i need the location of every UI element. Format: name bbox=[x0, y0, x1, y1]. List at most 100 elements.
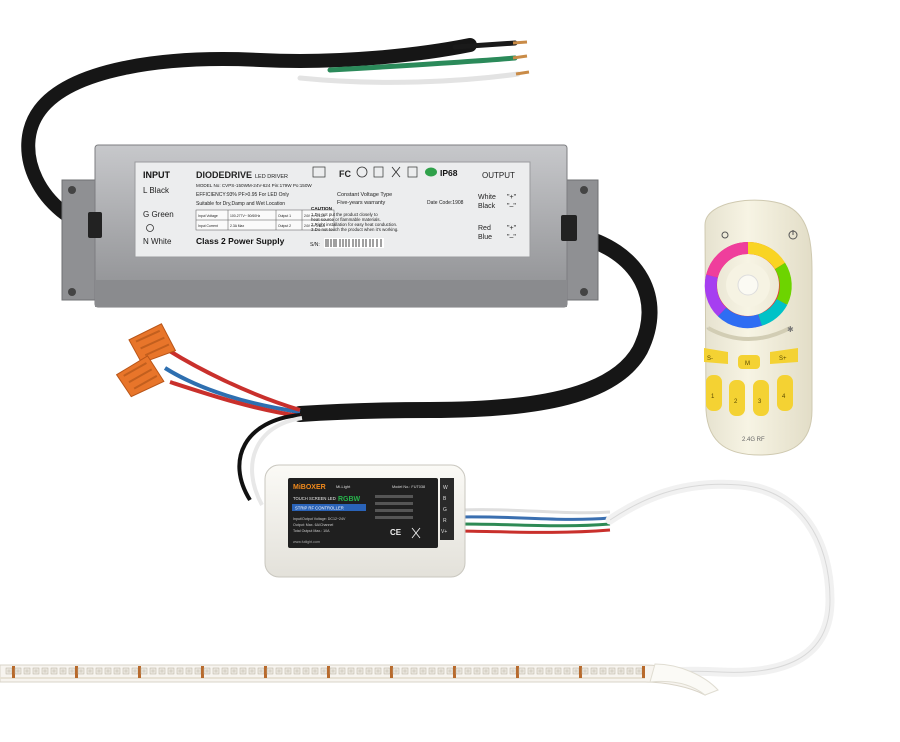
led-lens bbox=[493, 669, 497, 673]
led-lens bbox=[511, 669, 515, 673]
table-cell: 2.3A Max bbox=[230, 224, 244, 228]
led-lens bbox=[430, 669, 434, 673]
mode-button[interactable] bbox=[738, 355, 760, 369]
led-lens bbox=[232, 669, 236, 673]
led-lens bbox=[151, 669, 155, 673]
led-lens bbox=[268, 669, 272, 673]
controller-brand: MiBOXER bbox=[293, 484, 326, 491]
table-cell: Output 1 bbox=[278, 214, 291, 218]
speed-down-label: S- bbox=[707, 356, 713, 362]
led-lens bbox=[313, 669, 317, 673]
power-off-icon[interactable] bbox=[721, 231, 729, 239]
input-wire-green bbox=[327, 55, 518, 73]
led-lens bbox=[304, 669, 308, 673]
led-lens bbox=[16, 669, 20, 673]
led-lens bbox=[178, 669, 182, 673]
led-lens bbox=[376, 669, 380, 673]
input-cable-gland bbox=[88, 212, 102, 238]
rf-controller: MiBOXER Mi-Light Model No.: FUT038 TOUCH… bbox=[264, 464, 466, 578]
speed-down-button[interactable] bbox=[704, 348, 728, 364]
output-wire-color-0: White bbox=[478, 194, 496, 201]
led-lens bbox=[394, 669, 398, 673]
zone-button-1[interactable] bbox=[706, 375, 722, 411]
brand-logo: DIODEDRIVE bbox=[196, 170, 252, 180]
led-lens bbox=[88, 669, 92, 673]
led-lens bbox=[403, 669, 407, 673]
weee-bin-icon bbox=[411, 527, 421, 539]
led-lens bbox=[448, 669, 452, 673]
controller-spec: Input/Output Voltage: DC12~24V bbox=[293, 517, 346, 521]
brightness-high-icon: ✱ bbox=[787, 325, 794, 334]
strip-lead-outline bbox=[609, 483, 831, 676]
led-lens bbox=[25, 669, 29, 673]
led-lens bbox=[277, 669, 281, 673]
terminal-pin-label: W bbox=[443, 485, 448, 491]
led-lens bbox=[223, 669, 227, 673]
led-lens bbox=[187, 669, 191, 673]
led-lens bbox=[349, 669, 353, 673]
output-wire-color-2: Red bbox=[478, 225, 491, 232]
led-lens bbox=[205, 669, 209, 673]
strip-lead-loop bbox=[605, 479, 835, 680]
brand-suffix: DRIVE bbox=[225, 170, 253, 180]
driver-base bbox=[95, 280, 567, 307]
color-wheel[interactable] bbox=[704, 241, 792, 329]
input-title: INPUT bbox=[143, 170, 171, 180]
led-lens bbox=[439, 669, 443, 673]
led-lens bbox=[97, 669, 101, 673]
led-lens bbox=[547, 669, 551, 673]
controller-spec: Output: Max. 6A/Channel bbox=[293, 523, 334, 527]
model-line: MODEL No: CVPS-150WM-24V-624 Pin:179W Po… bbox=[196, 183, 312, 188]
led-lens bbox=[556, 669, 560, 673]
led-strip bbox=[0, 663, 719, 696]
speed-up-button[interactable] bbox=[770, 348, 798, 364]
led-lens bbox=[79, 669, 83, 673]
wires bbox=[21, 38, 835, 680]
led-lens bbox=[241, 669, 245, 673]
controller-site: www.futlight.com bbox=[293, 540, 320, 544]
led-lens bbox=[133, 669, 137, 673]
wire-nut bbox=[115, 355, 165, 398]
ctrl-out-wire-white bbox=[459, 508, 611, 515]
led-lens bbox=[250, 669, 254, 673]
input-wire-label-1: G Green bbox=[143, 210, 174, 219]
brightness-slider[interactable] bbox=[707, 326, 791, 341]
led-lens bbox=[574, 669, 578, 673]
controller-brand-sub: Mi-Light bbox=[336, 484, 351, 489]
output-cable-gland bbox=[561, 215, 577, 241]
ctrl-out-wire-red bbox=[459, 528, 611, 534]
led-lens bbox=[7, 669, 11, 673]
led-lens bbox=[295, 669, 299, 673]
brightness-low-icon: · bbox=[706, 325, 708, 332]
caution-line: heat source or flammable materials. bbox=[311, 217, 381, 222]
white-mode-button[interactable] bbox=[737, 274, 759, 296]
efficiency-line: EFFICIENCY:93% PF>0.95 For LED Only bbox=[196, 192, 289, 198]
brand-tail: LED DRIVER bbox=[255, 174, 288, 180]
led-lens bbox=[286, 669, 290, 673]
fcc-mark-icon: FC bbox=[339, 169, 351, 179]
zone-button-3[interactable] bbox=[753, 380, 769, 416]
led-lens bbox=[61, 669, 65, 673]
remote-frequency: 2.4G RF bbox=[742, 437, 765, 443]
input-wire-white bbox=[297, 71, 521, 85]
controller-model: Model No.: FUT038 bbox=[392, 485, 425, 489]
led-lens bbox=[421, 669, 425, 673]
output-wire-sign-3: "–" bbox=[507, 234, 516, 241]
caution-line: 2.Right installation for easy heat condu… bbox=[311, 222, 397, 227]
zone-button-4[interactable] bbox=[777, 375, 793, 411]
solder-pad bbox=[642, 666, 645, 678]
barcode bbox=[324, 238, 384, 248]
table-cell: 24V == 3.12A bbox=[304, 224, 325, 228]
speed-up-label: S+ bbox=[779, 356, 787, 362]
led-lens bbox=[52, 669, 56, 673]
zone-label: 1 bbox=[711, 394, 715, 400]
mount-hole bbox=[68, 288, 76, 296]
input-wire-label-2: N White bbox=[143, 237, 172, 246]
zone-button-2[interactable] bbox=[729, 380, 745, 416]
feature-line bbox=[375, 516, 413, 519]
controller-product-highlight: RGBW bbox=[338, 496, 361, 503]
output-wire-sign-1: "–" bbox=[507, 203, 516, 210]
suitability-line: Suitable for Dry,Damp and Wet Location bbox=[196, 201, 285, 207]
solder-pad bbox=[579, 666, 582, 678]
